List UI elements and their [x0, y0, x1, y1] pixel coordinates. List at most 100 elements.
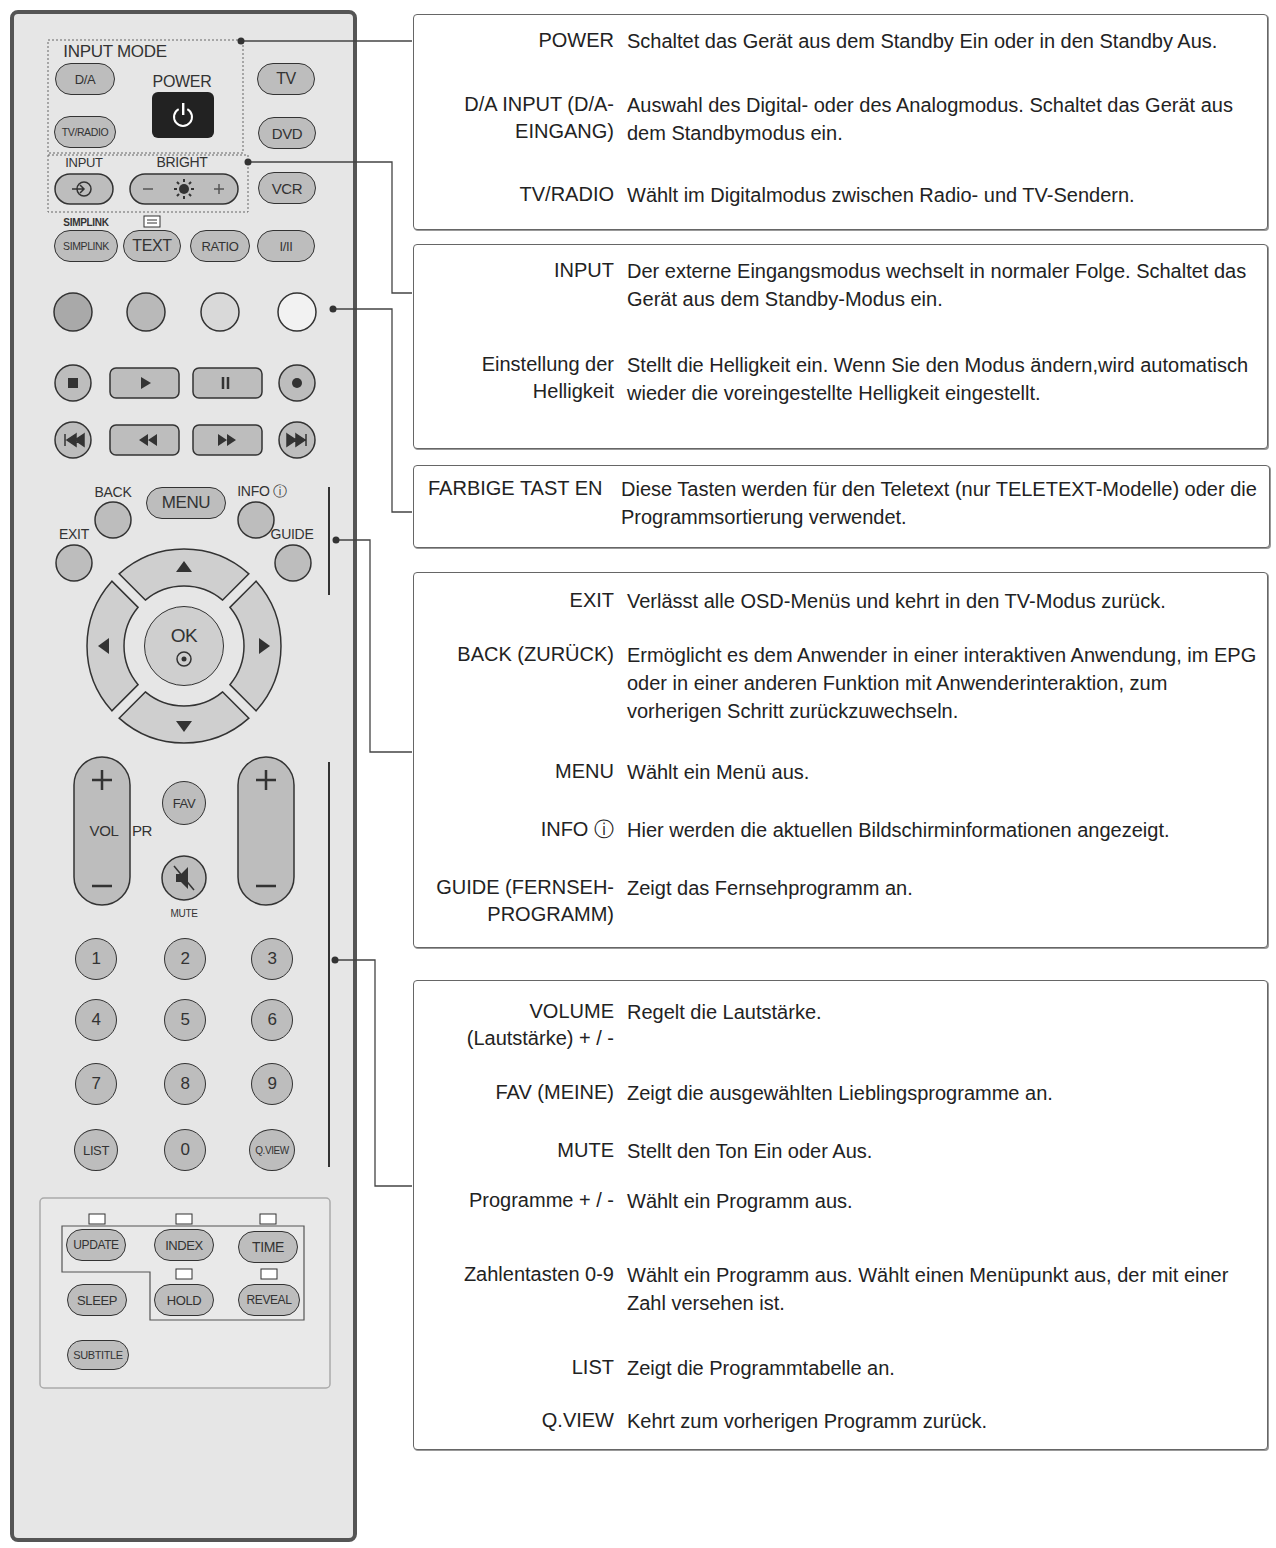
- remote-button: INDEX: [154, 1229, 214, 1261]
- button-description: Zeigt die Programmtabelle an.: [627, 1354, 1263, 1382]
- remote-button: HOLD: [154, 1284, 214, 1316]
- remote-button: TEXT: [123, 230, 181, 262]
- button-name: TV/RADIO: [422, 181, 614, 208]
- text-icon: [144, 216, 160, 227]
- button-description: Ermöglicht es dem Anwender in einer inte…: [627, 641, 1263, 725]
- button-name: Q.VIEW: [422, 1407, 614, 1434]
- button-name: EXIT: [422, 587, 614, 614]
- nav-segment: [230, 581, 281, 711]
- leader-dot: [330, 306, 337, 313]
- color-button: [127, 293, 165, 331]
- button-description: Wählt ein Programm aus.: [627, 1187, 1263, 1215]
- transport-button: [55, 365, 91, 401]
- round-button: [238, 502, 274, 538]
- teletext-icon: [260, 1214, 276, 1224]
- button-description: Wählt ein Programm aus. Wählt einen Menü…: [627, 1261, 1263, 1317]
- remote-button: LIST: [74, 1129, 118, 1171]
- button-caption: PR: [132, 822, 152, 839]
- transport-button: [55, 422, 91, 458]
- button-name: Programme + / -: [422, 1187, 614, 1214]
- teletext-icon: [176, 1269, 192, 1279]
- button-label: I/II: [280, 239, 293, 254]
- rewind-symbol: [139, 434, 157, 446]
- button-description: Stellt den Ton Ein oder Aus.: [627, 1137, 1263, 1165]
- power-button: [152, 92, 214, 138]
- remote-button: 3: [251, 938, 293, 980]
- ok-symbol: [175, 650, 193, 668]
- color-button: [278, 293, 316, 331]
- leader-line: [336, 540, 412, 752]
- leader-line: [241, 40, 412, 41]
- record-symbol: [292, 378, 302, 388]
- leader-line: [333, 309, 412, 512]
- button-name: VOLUME (Lautstärke) + / -: [422, 998, 614, 1052]
- button-label: 4: [91, 1010, 100, 1030]
- button-name: MUTE: [422, 1137, 614, 1164]
- button-caption: INFO ⓘ: [237, 483, 287, 501]
- remote-button: Q.VIEW: [249, 1129, 295, 1171]
- button-description: Hier werden die aktuellen Bildschirminfo…: [627, 816, 1263, 844]
- remote-button: 2: [164, 938, 206, 980]
- input-bright-group: [48, 155, 248, 212]
- button-name: MENU: [422, 758, 614, 785]
- transport-button: [110, 368, 179, 398]
- button-caption: INPUT: [65, 155, 103, 170]
- button-description: Stellt die Helligkeit ein. Wenn Sie den …: [627, 351, 1263, 407]
- leader-line: [248, 162, 412, 293]
- button-caption: INPUT MODE: [63, 42, 166, 62]
- button-caption: BRIGHT: [156, 154, 207, 170]
- remote-button: REVEAL: [238, 1284, 300, 1316]
- power-icon: [182, 103, 184, 115]
- pause-symbol: [223, 377, 228, 389]
- transport-button: [279, 365, 315, 401]
- button-caption: POWER: [153, 73, 212, 91]
- button-description: Auswahl des Digital- oder des Analogmodu…: [627, 91, 1263, 147]
- button-description: Verlässt alle OSD-Menüs und kehrt in den…: [627, 587, 1263, 615]
- button-name: INPUT: [422, 257, 614, 284]
- button-name: BACK (ZURÜCK): [422, 641, 614, 668]
- bright-sun-ray: [177, 182, 179, 184]
- remote-button: FAV: [162, 781, 206, 825]
- remote-button: VCR: [258, 172, 316, 204]
- button-label: DVD: [272, 125, 302, 142]
- remote-button: UPDATE: [66, 1229, 126, 1261]
- text-icon: [147, 220, 157, 223]
- remote-button: RATIO: [190, 230, 250, 262]
- nav-segment: [119, 549, 249, 600]
- teletext-frame: [62, 1226, 304, 1320]
- remote-button: 0: [164, 1129, 206, 1171]
- round-button: [56, 545, 92, 581]
- remote-button: OK: [144, 606, 224, 686]
- button-description: Diese Tasten werden für den Teletext (nu…: [621, 475, 1265, 531]
- button-label: SUBTITLE: [73, 1349, 122, 1361]
- button-label: RATIO: [202, 239, 239, 254]
- remote-button: TV/RADIO: [54, 116, 116, 148]
- leader-dot: [238, 38, 245, 45]
- button-description: Schaltet das Gerät aus dem Standby Ein o…: [627, 27, 1263, 55]
- remote-button: SUBTITLE: [67, 1340, 129, 1370]
- color-button: [201, 293, 239, 331]
- button-name: POWER: [422, 27, 614, 54]
- round-button: [275, 545, 311, 581]
- button-description: Zeigt die ausgewählten Lieblingsprogramm…: [627, 1079, 1263, 1107]
- remote-button: 7: [75, 1063, 117, 1105]
- remote-button: TIME: [238, 1231, 298, 1263]
- button-description: Wählt im Digitalmodus zwischen Radio- un…: [627, 181, 1263, 209]
- button-label: HOLD: [167, 1293, 202, 1308]
- button-name: D/A INPUT (D/A-EINGANG): [422, 91, 614, 145]
- stop-symbol: [68, 378, 78, 388]
- next-symbol: [287, 434, 306, 446]
- button-label: 0: [180, 1140, 189, 1160]
- transport-button: [279, 422, 315, 458]
- button-label: VCR: [272, 180, 302, 197]
- bottom-panel: [40, 1198, 330, 1388]
- ok-symbol-ring: [177, 652, 191, 666]
- remote-button: SLEEP: [67, 1284, 127, 1316]
- bright-sun-icon: [179, 184, 189, 194]
- color-button: [54, 293, 92, 331]
- button-caption: EXIT: [59, 526, 89, 542]
- prev-symbol: [65, 434, 84, 446]
- bright-sun-ray: [177, 194, 179, 196]
- button-name: GUIDE (FERNSEH-PROGRAMM): [422, 874, 614, 928]
